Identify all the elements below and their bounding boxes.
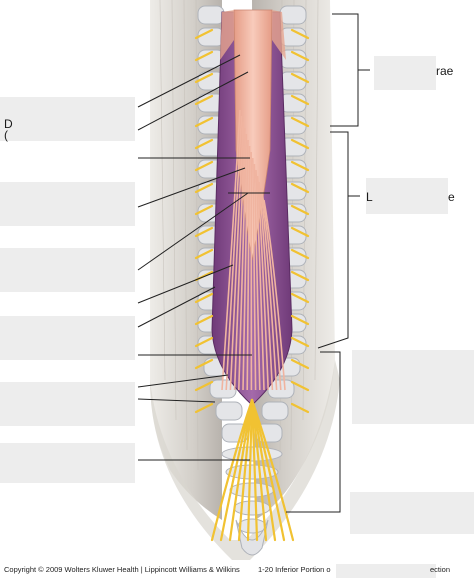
label-mask	[0, 182, 135, 226]
label-mask	[374, 56, 436, 90]
vertebra-right	[262, 402, 288, 420]
label-fragment-vertebrae: rae	[436, 64, 453, 78]
label-mask	[0, 443, 135, 483]
figure-caption: 1-20 Inferior Portion o	[258, 565, 331, 574]
label-mask	[0, 316, 135, 360]
label-mask	[350, 492, 474, 534]
vertebra-left	[216, 402, 242, 420]
label-mask	[0, 382, 135, 426]
copyright-credit: Copyright © 2009 Wolters Kluwer Health |…	[4, 565, 240, 574]
label-mask	[0, 97, 135, 141]
label-mask	[352, 350, 474, 424]
vertebra-left	[198, 6, 224, 24]
label-mask	[366, 178, 448, 214]
sacral-segment	[238, 519, 266, 533]
label-mask	[0, 248, 135, 292]
label-fragment-paren: (	[4, 128, 8, 142]
sacral-segment	[222, 447, 282, 461]
label-fragment-e: e	[448, 190, 455, 204]
label-mask	[336, 564, 436, 578]
figure-caption-end: ection	[430, 565, 450, 574]
label-fragment-l: L	[366, 190, 373, 204]
vertebra-right	[280, 6, 306, 24]
